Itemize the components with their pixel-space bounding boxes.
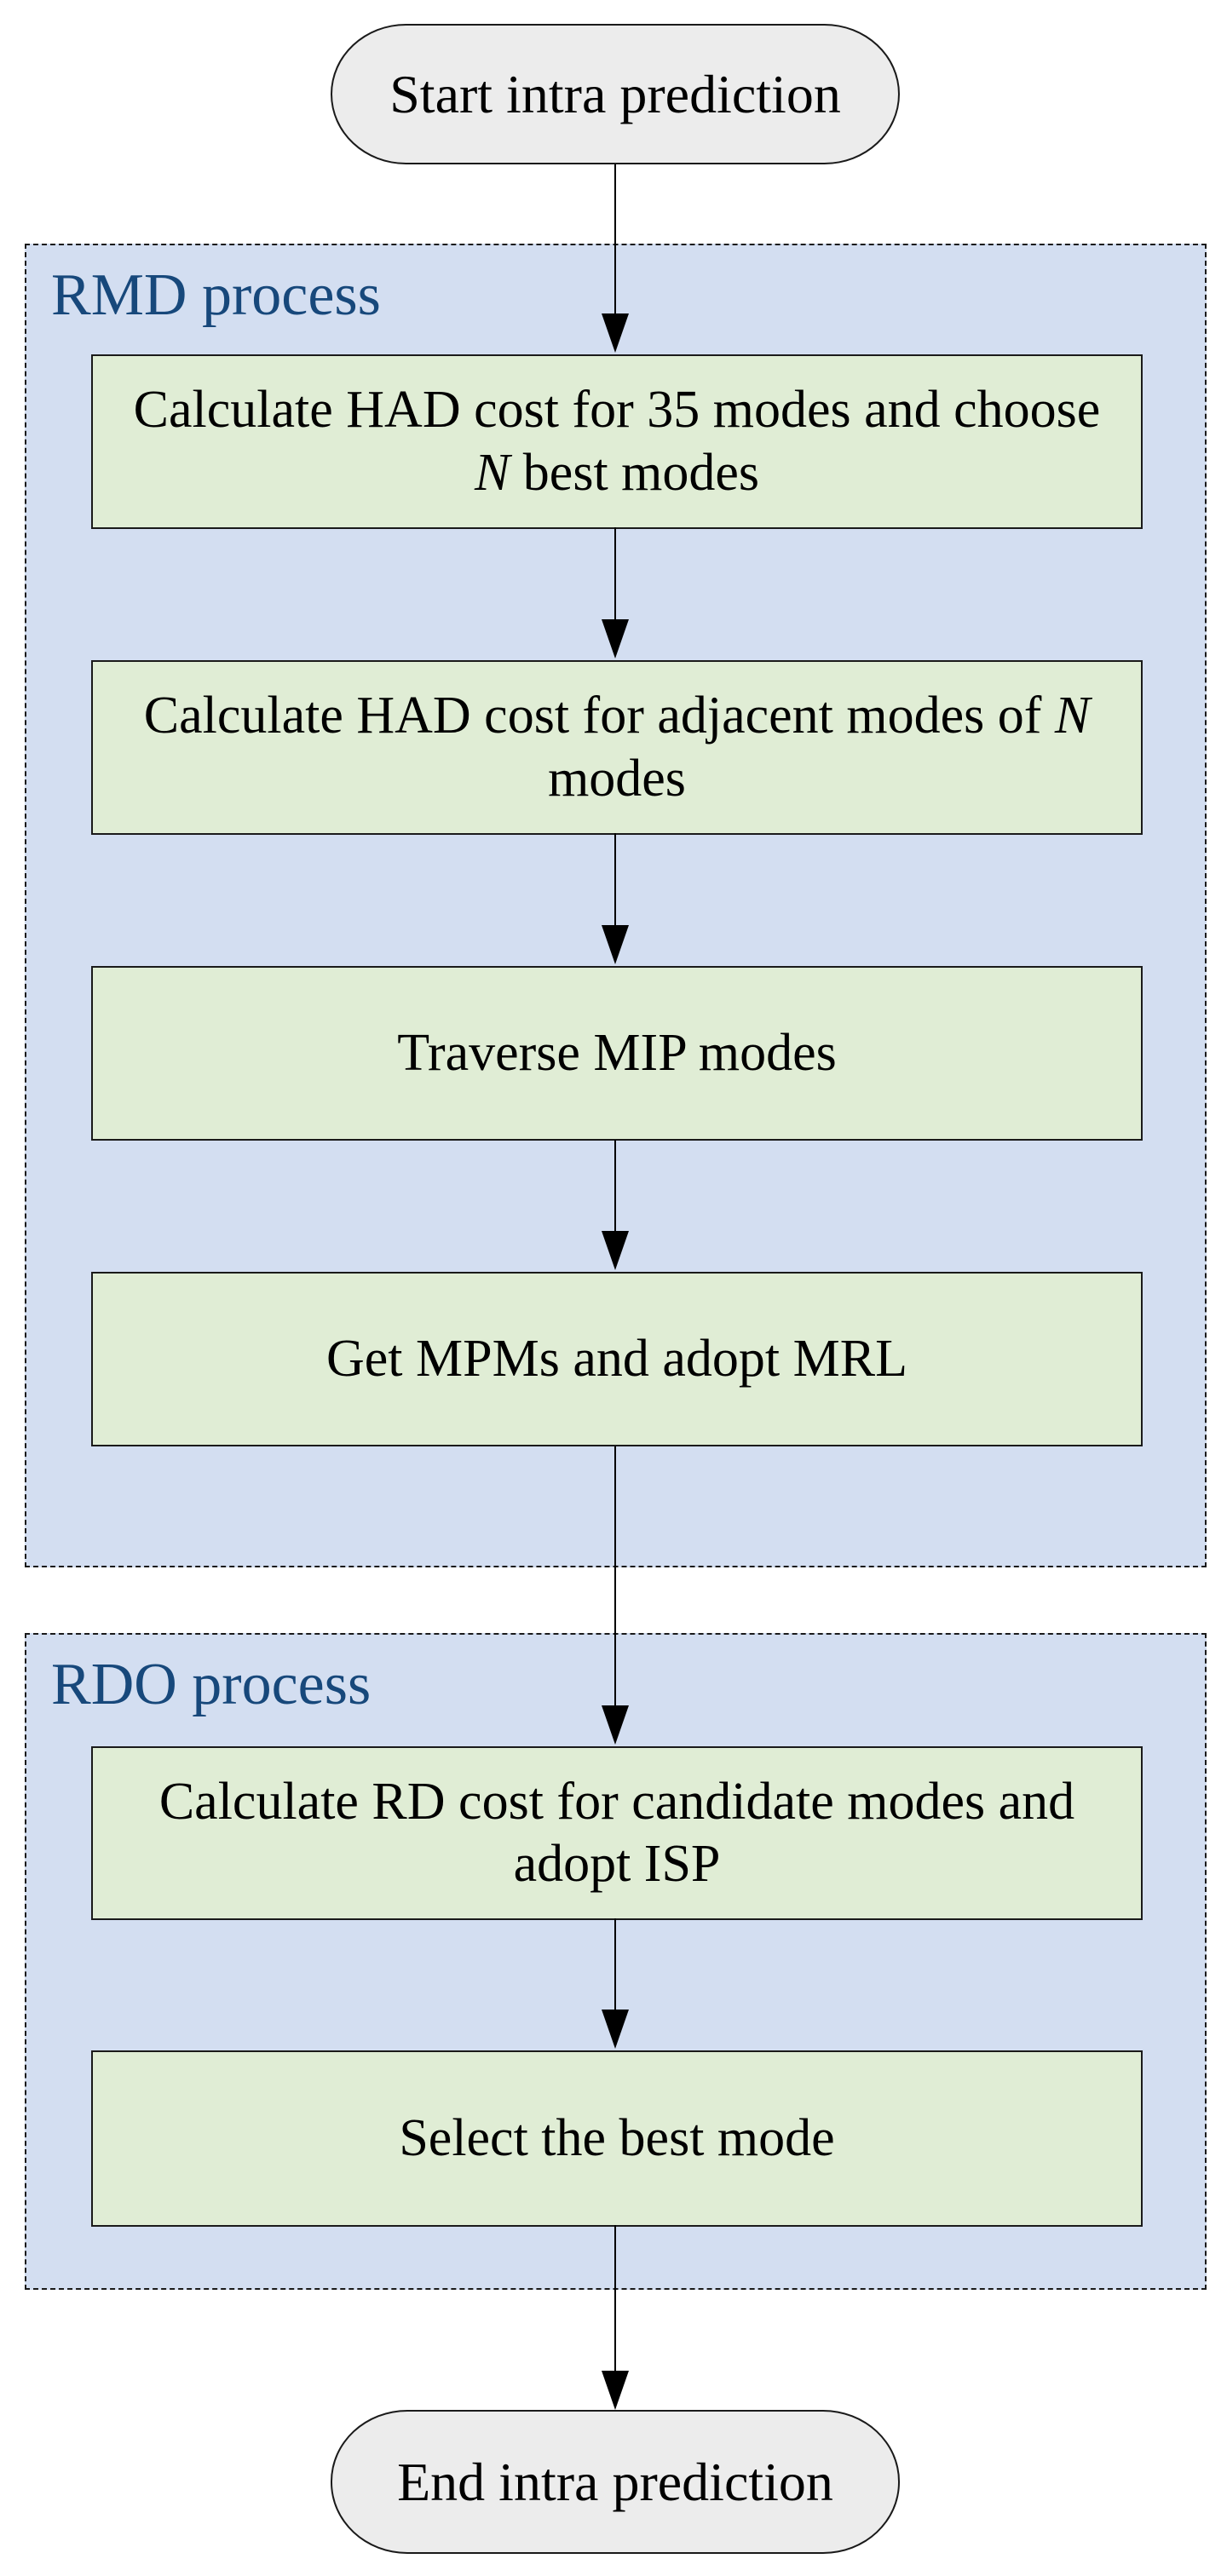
start-node: Start intra prediction: [331, 24, 900, 164]
arrow-step6-to-end-line: [614, 2225, 616, 2371]
rmd-process-group: RMD process Calculate HAD cost for 35 mo…: [25, 244, 1207, 1567]
step-calculate-had-adjacent-modes: Calculate HAD cost for adjacent modes of…: [91, 660, 1143, 835]
step-get-mpms-adopt-mrl: Get MPMs and adopt MRL: [91, 1272, 1143, 1446]
rmd-process-label: RMD process: [51, 262, 381, 328]
arrow-start-to-step1-head: [602, 313, 629, 353]
arrow-step4-to-step5-line: [614, 1446, 616, 1705]
step-select-best-mode: Select the best mode: [91, 2050, 1143, 2227]
arrow-step1-to-step2-head: [602, 619, 629, 658]
arrow-step2-to-step3-head: [602, 925, 629, 964]
arrow-step5-to-step6-line: [614, 1918, 616, 2010]
arrow-step6-to-end-head: [602, 2371, 629, 2410]
end-node-label: End intra prediction: [397, 2451, 833, 2512]
arrow-step4-to-step5-head: [602, 1705, 629, 1745]
arrow-step3-to-step4-head: [602, 1231, 629, 1270]
rdo-process-group: RDO process Calculate RD cost for candid…: [25, 1633, 1207, 2290]
step-traverse-mip-modes: Traverse MIP modes: [91, 966, 1143, 1141]
arrow-step3-to-step4-line: [614, 1140, 616, 1231]
rdo-process-label: RDO process: [51, 1652, 372, 1717]
arrow-step2-to-step3-line: [614, 833, 616, 925]
end-node: End intra prediction: [331, 2410, 900, 2554]
step-calculate-had-35-modes: Calculate HAD cost for 35 modes and choo…: [91, 354, 1143, 529]
step-calculate-rd-cost-isp: Calculate RD cost for candidate modes an…: [91, 1746, 1143, 1920]
start-node-label: Start intra prediction: [389, 63, 841, 124]
arrow-step5-to-step6-head: [602, 2010, 629, 2049]
arrow-start-to-step1-line: [614, 164, 616, 313]
arrow-step1-to-step2-line: [614, 527, 616, 619]
